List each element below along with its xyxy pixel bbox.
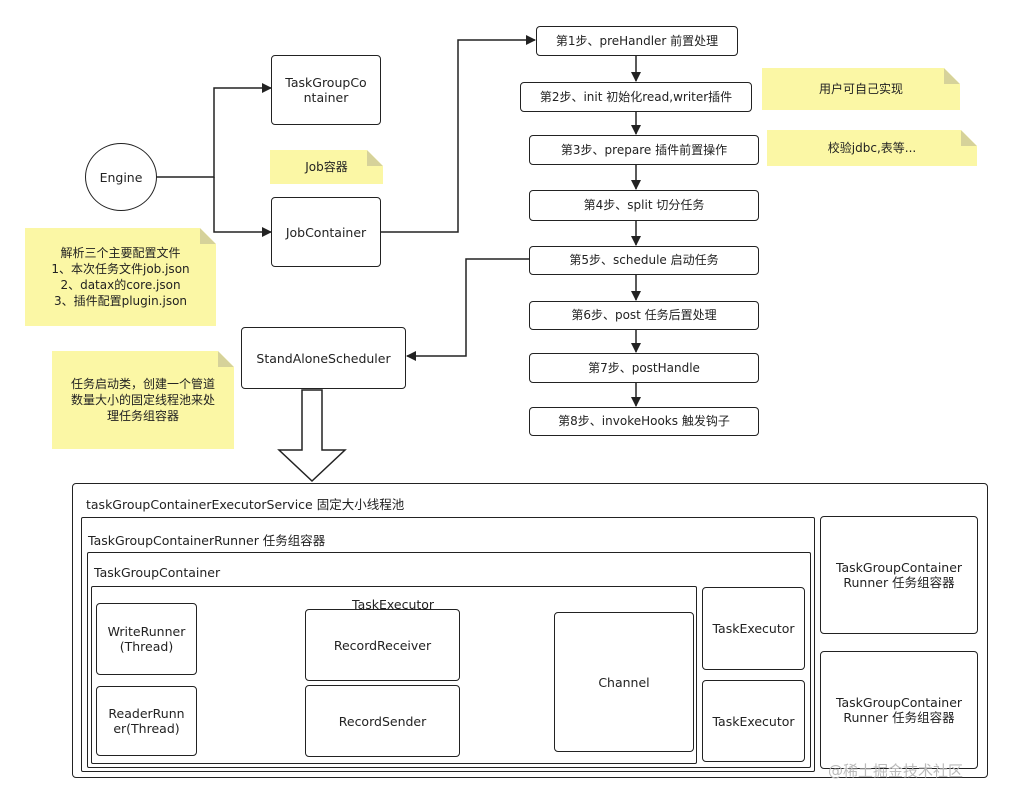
task-executor-node-1: TaskExecutor bbox=[702, 587, 805, 670]
task-group-container-node: TaskGroupCo ntainer bbox=[271, 55, 381, 125]
scheduler-down-block-arrow bbox=[277, 389, 347, 483]
channel-node: Channel bbox=[554, 612, 694, 752]
schedule-to-scheduler-arrow bbox=[406, 258, 530, 361]
step-7-posthandle: 第7步、postHandle bbox=[529, 353, 759, 383]
config-files-note-text: 解析三个主要配置文件 1、本次任务文件job.json 2、datax的core… bbox=[51, 246, 190, 308]
step-8-invokehooks: 第8步、invokeHooks 触发钩子 bbox=[529, 407, 759, 436]
job-container-note: Job容器 bbox=[270, 150, 383, 184]
jobcontainer-to-step1-arrow bbox=[380, 35, 536, 233]
runner-label: TaskGroupContainerRunner 任务组容器 bbox=[88, 533, 326, 548]
step-6-post: 第6步、post 任务后置处理 bbox=[529, 301, 759, 330]
step-2-init: 第2步、init 初始化read,writer插件 bbox=[520, 82, 752, 112]
step-2-note: 用户可自己实现 bbox=[762, 68, 960, 110]
step-1-prehandler: 第1步、preHandler 前置处理 bbox=[536, 26, 738, 56]
step-2-note-text: 用户可自己实现 bbox=[818, 82, 903, 96]
step-3-prepare: 第3步、prepare 插件前置操作 bbox=[529, 135, 759, 165]
engine-to-jobcontainer-arrow bbox=[213, 177, 272, 237]
engine-node: Engine bbox=[85, 143, 157, 211]
scheduler-note: 任务启动类，创建一个管道 数量大小的固定线程池来处 理任务组容器 bbox=[52, 351, 234, 449]
scheduler-note-text: 任务启动类，创建一个管道 数量大小的固定线程池来处 理任务组容器 bbox=[70, 377, 215, 423]
task-executor-node-2: TaskExecutor bbox=[702, 680, 805, 762]
watermark: @稀土掘金技术社区 bbox=[828, 762, 964, 780]
step-3-note: 校验jdbc,表等... bbox=[767, 130, 977, 166]
container-label: TaskGroupContainer bbox=[94, 565, 221, 580]
runner-node-right-1: TaskGroupContainer Runner 任务组容器 bbox=[820, 516, 978, 634]
task-executor-label: TaskExecutor bbox=[352, 597, 435, 612]
standalone-scheduler-node: StandAloneScheduler bbox=[241, 327, 406, 389]
step-5-schedule: 第5步、schedule 启动任务 bbox=[529, 246, 759, 275]
step-3-note-text: 校验jdbc,表等... bbox=[827, 141, 917, 155]
executor-service-label: taskGroupContainerExecutorService 固定大小线程… bbox=[86, 497, 405, 512]
reader-runner-node: ReaderRunn er(Thread) bbox=[96, 686, 197, 756]
job-container-node: JobContainer bbox=[271, 197, 381, 267]
engine-to-taskgroupcontainer-arrow bbox=[156, 83, 272, 178]
record-receiver-node: RecordReceiver bbox=[305, 609, 460, 681]
write-runner-node: WriteRunner (Thread) bbox=[96, 603, 197, 675]
record-sender-node: RecordSender bbox=[305, 685, 460, 757]
job-container-note-text: Job容器 bbox=[305, 160, 348, 174]
step-4-split: 第4步、split 切分任务 bbox=[529, 190, 759, 221]
runner-node-right-2: TaskGroupContainer Runner 任务组容器 bbox=[820, 651, 978, 769]
config-files-note: 解析三个主要配置文件 1、本次任务文件job.json 2、datax的core… bbox=[25, 228, 216, 326]
